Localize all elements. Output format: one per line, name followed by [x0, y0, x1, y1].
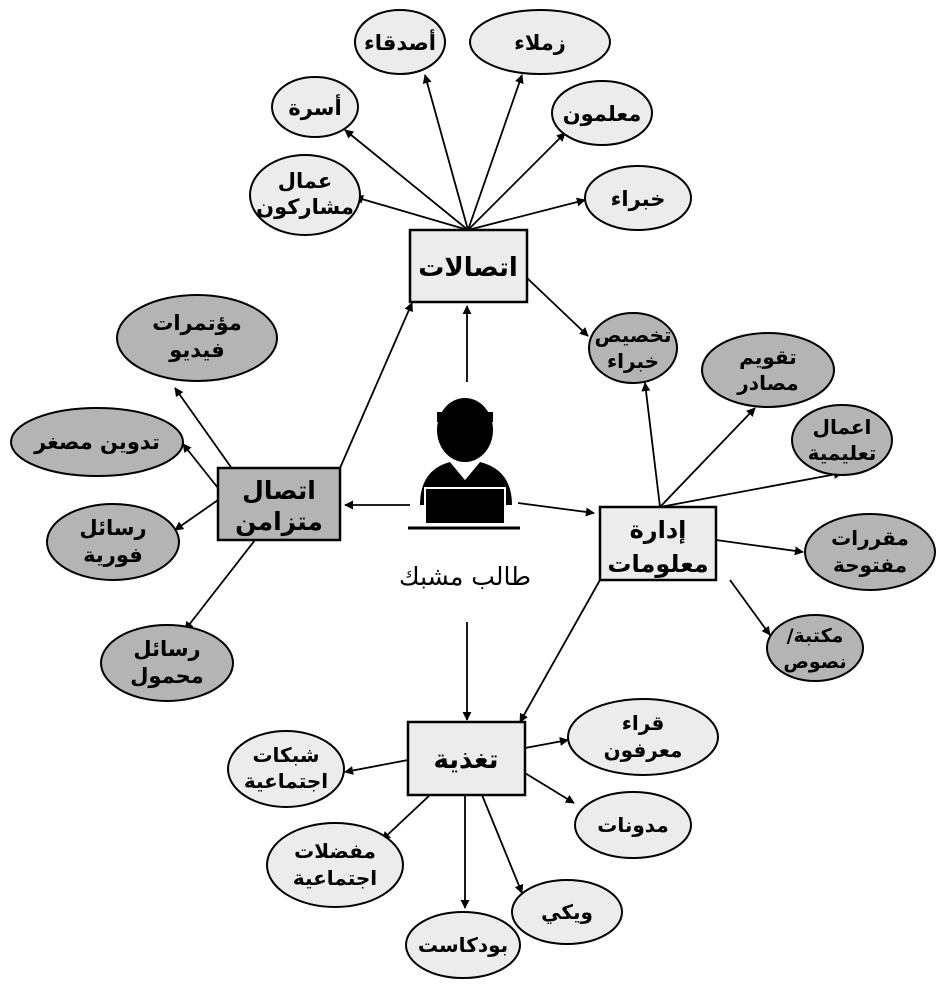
- hub-sync-label-line1: اتصال: [242, 476, 316, 505]
- node-social-networks: شبكات اجتماعية: [227, 730, 345, 808]
- svg-text:عمال: عمال: [278, 169, 333, 193]
- svg-text:زملاء: زملاء: [514, 31, 566, 55]
- node-known-readers: قراء معرفون: [567, 698, 719, 776]
- svg-text:أصدقاء: أصدقاء: [364, 28, 436, 55]
- hub-sync-label-line2: متزامن: [235, 507, 323, 537]
- svg-text:معرفون: معرفون: [604, 738, 683, 762]
- arrow-feed-to-blogs: [519, 769, 575, 804]
- node-expert-customization: تخصيص خبراء: [588, 312, 678, 384]
- node-resource-evaluation: تقويم مصادر: [701, 332, 835, 408]
- arrow-comm-to-experts: [467, 197, 586, 231]
- hub-feeding: تغذية: [406, 720, 527, 797]
- svg-text:بودكاست: بودكاست: [418, 933, 508, 957]
- center-student-label: طالب مشبك: [399, 562, 531, 591]
- svg-text:ويكي: ويكي: [541, 900, 593, 925]
- svg-text:اجتماعية: اجتماعية: [244, 769, 328, 793]
- hub-info-label-line1: إدارة: [630, 516, 687, 544]
- hub-info-management: إدارة معلومات: [598, 505, 718, 582]
- arrow-sync-to-instant: [174, 499, 219, 531]
- svg-text:اعمال: اعمال: [813, 415, 872, 439]
- svg-text:مقررات: مقررات: [831, 526, 909, 550]
- hub-communications-label: اتصالات: [418, 253, 518, 283]
- node-workers: عمال مشاركون: [249, 154, 361, 236]
- hub-sync: اتصال متزامن: [216, 466, 342, 542]
- arrow-feed-to-bookmarks: [381, 794, 431, 841]
- arrow-info-to-expert-custom: [641, 382, 661, 508]
- svg-text:محمول: محمول: [130, 664, 204, 688]
- arrow-sync-to-mobile: [184, 539, 256, 631]
- node-wiki: ويكي: [511, 879, 623, 945]
- node-instant-messages: رسائل فورية: [46, 503, 180, 581]
- arrow-sync-to-video: [174, 387, 234, 471]
- svg-text:معلمون: معلمون: [563, 102, 642, 126]
- svg-text:اجتماعية: اجتماعية: [293, 866, 377, 890]
- arrow-center-to-info: [517, 502, 595, 517]
- svg-text:مشاركون: مشاركون: [256, 195, 354, 219]
- svg-text:تدوين مصغر: تدوين مصغر: [33, 430, 160, 454]
- node-family: أسرة: [271, 76, 359, 138]
- arrow-comm-to-expert-custom: [526, 277, 589, 337]
- svg-text:رسائل: رسائل: [133, 637, 200, 661]
- svg-text:شبكات: شبكات: [252, 743, 319, 767]
- arrow-sync-to-comm: [339, 302, 413, 469]
- arrow-info-to-resource-eval: [659, 407, 756, 508]
- svg-text:خبراء: خبراء: [607, 349, 659, 373]
- arrow-info-to-open-courses: [715, 539, 804, 556]
- svg-text:تخصيص: تخصيص: [594, 323, 671, 347]
- node-colleagues: زملاء: [469, 9, 611, 75]
- node-experts: خبراء: [584, 165, 692, 231]
- svg-text:فورية: فورية: [83, 543, 143, 567]
- node-teachers: معلمون: [551, 80, 653, 146]
- arrow-comm-to-family: [344, 129, 469, 231]
- svg-text:مكتبة/: مكتبة/: [787, 625, 844, 647]
- hub-info-label-line2: معلومات: [607, 550, 708, 578]
- arrow-info-to-edu-works: [659, 470, 843, 508]
- hub-feeding-label: تغذية: [434, 745, 499, 775]
- arrow-info-to-library: [729, 579, 771, 636]
- node-friends: أصدقاء: [354, 9, 446, 75]
- node-educational-works: اعمال تعليمية: [791, 404, 893, 476]
- hub-communications: اتصالات: [408, 228, 529, 304]
- node-mobile-messages: رسائل محمول: [100, 624, 234, 702]
- node-podcast: بودكاست: [405, 911, 521, 979]
- arrow-feed-to-wiki: [481, 794, 524, 894]
- svg-text:أسرة: أسرة: [288, 93, 341, 120]
- node-library: مكتبة/ نصوص: [766, 614, 864, 682]
- arrow-feed-to-social-net: [344, 759, 409, 775]
- arrow-feed-to-readers: [524, 737, 569, 749]
- svg-text:مصادر: مصادر: [736, 371, 798, 395]
- node-social-bookmarks: مفضلات اجتماعية: [266, 822, 404, 908]
- svg-text:مؤتمرات: مؤتمرات: [152, 311, 242, 335]
- node-video-conference: مؤتمرات فيديو: [116, 294, 278, 382]
- svg-text:قراء: قراء: [622, 711, 665, 735]
- arrow-comm-to-teachers: [467, 132, 566, 231]
- connectors: [174, 74, 843, 909]
- node-blogs: مدونات: [574, 791, 692, 859]
- svg-text:تقويم: تقويم: [739, 345, 797, 369]
- arrow-info-to-feed: [519, 579, 601, 723]
- svg-text:مفتوحة: مفتوحة: [833, 553, 907, 577]
- arrow-sync-to-microblog: [182, 443, 219, 489]
- svg-text:مدونات: مدونات: [597, 813, 668, 837]
- node-open-courses: مقررات مفتوحة: [804, 513, 936, 591]
- svg-text:رسائل: رسائل: [79, 516, 146, 540]
- arrow-comm-to-workers: [354, 194, 469, 231]
- svg-text:فيديو: فيديو: [168, 338, 225, 362]
- svg-text:خبراء: خبراء: [611, 187, 666, 211]
- svg-text:مفضلات: مفضلات: [294, 839, 376, 863]
- svg-text:نصوص: نصوص: [783, 651, 846, 673]
- arrow-comm-to-colleagues: [467, 74, 524, 231]
- arrow-comm-to-friends: [422, 74, 469, 231]
- svg-text:تعليمية: تعليمية: [808, 441, 877, 465]
- node-microblog: تدوين مصغر: [10, 407, 184, 477]
- student-at-laptop-icon: [408, 398, 520, 530]
